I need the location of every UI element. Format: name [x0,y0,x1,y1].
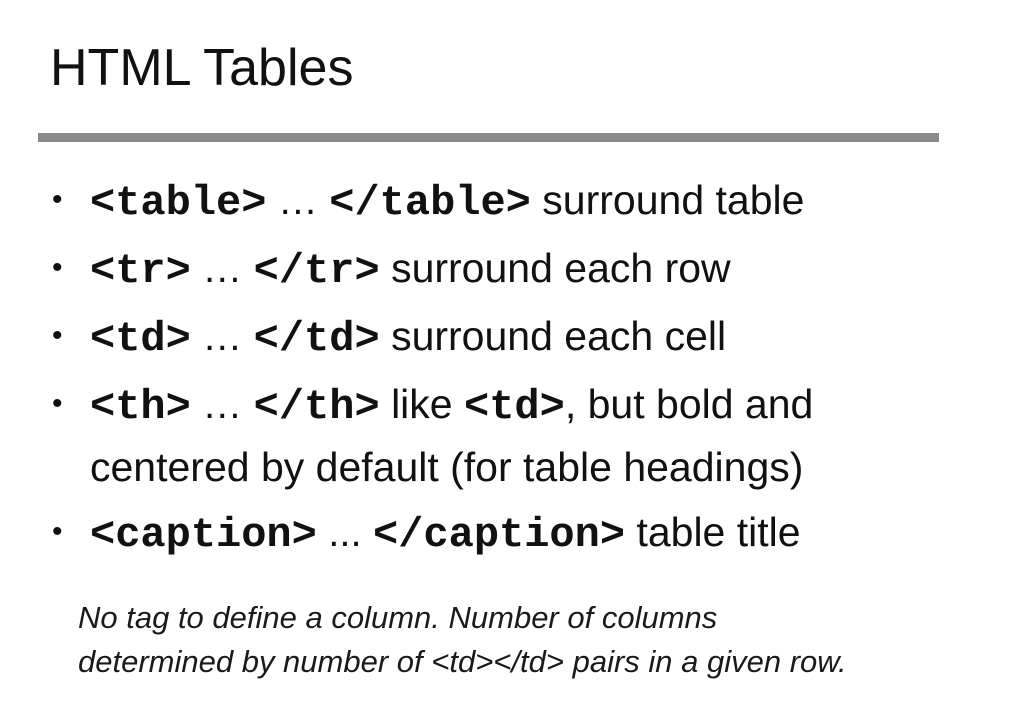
bullet-item-caption: • <caption> ... </caption> table title [52,502,992,570]
bullet-dot: • [52,319,63,352]
bullet-text: surround each cell [391,313,727,359]
ellipsis: … [277,179,318,223]
code-close-tag: </td> [253,315,380,363]
code-open-tag: <td> [90,315,191,363]
code-open-tag: <th> [90,383,191,431]
code-close-tag: </table> [329,179,531,227]
bullet-text: table title [636,509,801,555]
code-open-tag: <caption> [90,511,317,559]
bullet-text-continued: , but bold and [564,381,814,427]
code-close-tag: </caption> [373,511,626,559]
ellipsis: ... [328,511,362,555]
bullet-text-second-line: centered by default (for table headings) [90,444,804,490]
bullet-dot: • [52,515,63,548]
bullet-list: • <table> … </table> surround table • <t… [52,170,992,570]
bullet-dot: • [52,387,63,420]
code-close-tag: </tr> [253,247,380,295]
bullet-dot: • [52,251,63,284]
bullet-text: surround each row [391,245,731,291]
ellipsis: … [202,247,243,291]
bullet-text: like [391,381,453,427]
bullet-dot: • [52,183,63,216]
bullet-item-th: • <th> … </th> like <td>, but bold and c… [52,374,992,502]
code-open-tag: <table> [90,179,267,227]
footnote: No tag to define a column. Number of col… [78,596,847,684]
bullet-item-table: • <table> … </table> surround table [52,170,992,238]
bullet-item-td: • <td> … </td> surround each cell [52,306,992,374]
slide-title: HTML Tables [50,39,354,97]
bullet-item-tr: • <tr> … </tr> surround each row [52,238,992,306]
title-divider [38,133,939,142]
code-inline-tag: <td> [464,383,565,431]
ellipsis: … [202,383,243,427]
ellipsis: … [202,315,243,359]
footnote-line-2: determined by number of <td></td> pairs … [78,644,847,679]
footnote-line-1: No tag to define a column. Number of col… [78,600,718,635]
code-close-tag: </th> [253,383,380,431]
code-open-tag: <tr> [90,247,191,295]
bullet-text: surround table [542,177,805,223]
